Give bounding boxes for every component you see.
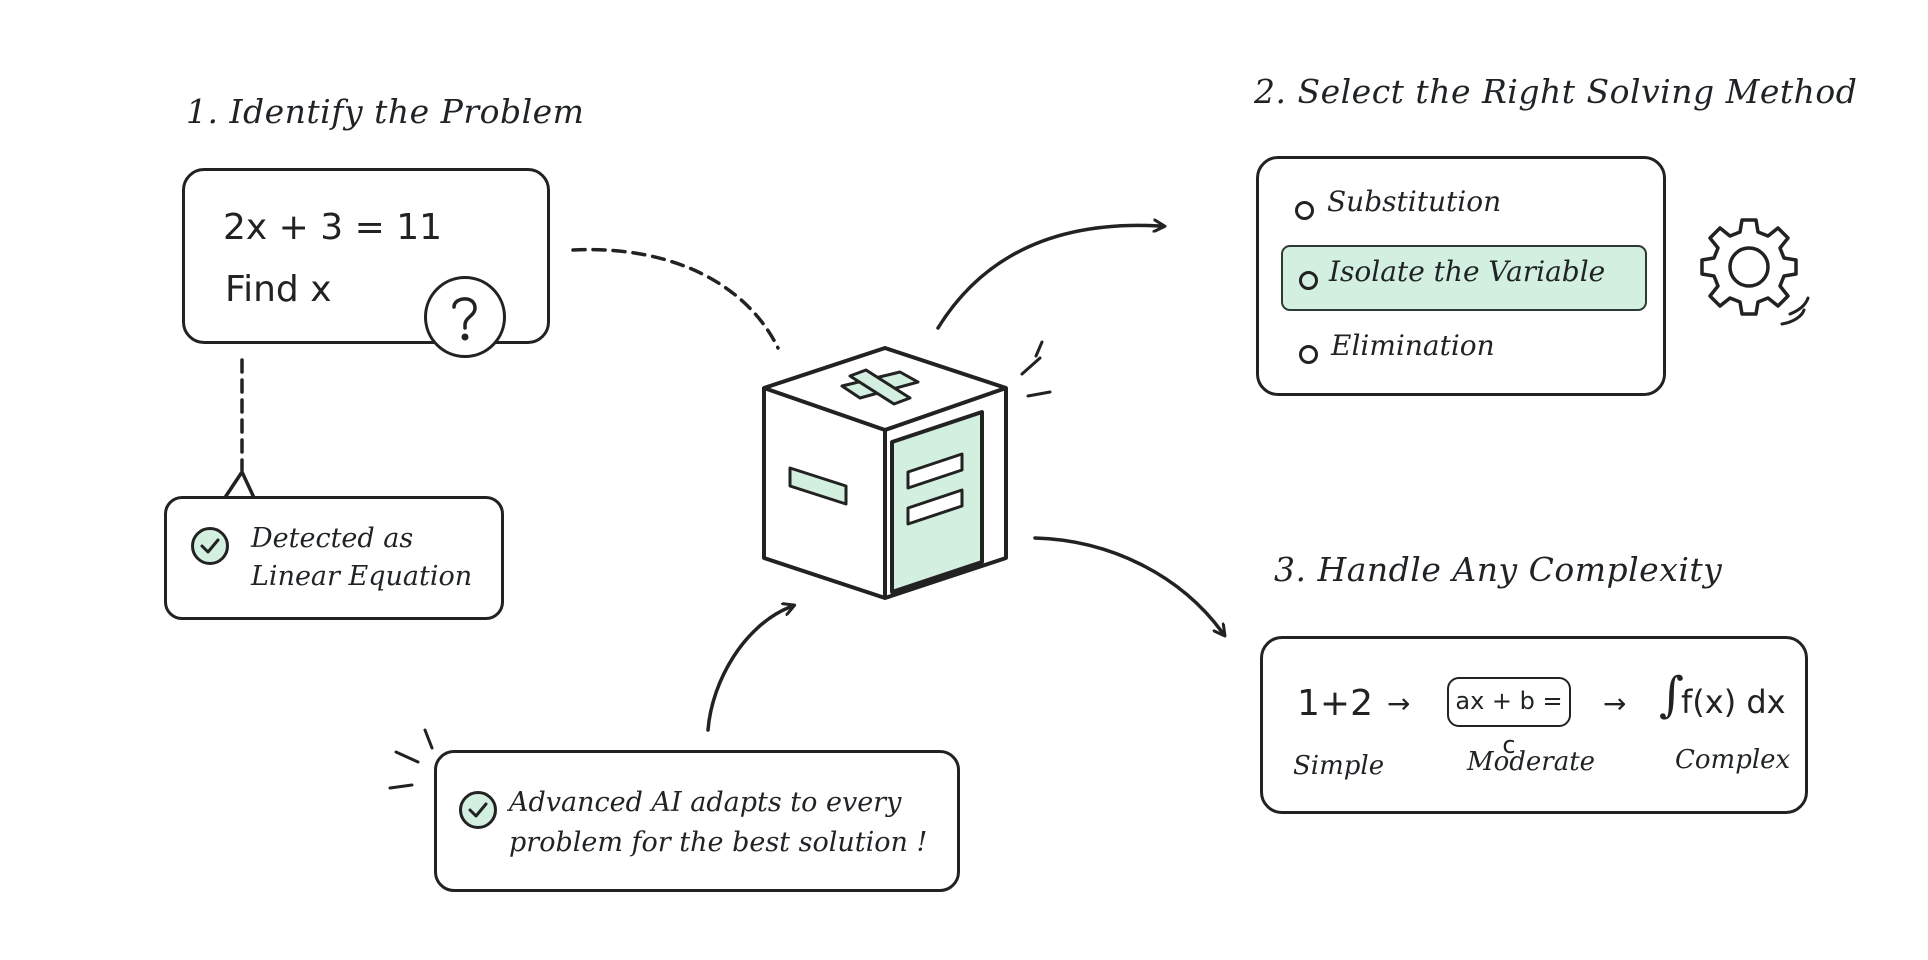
check-circle-icon [191,527,229,565]
arrow-cube-to-methods [936,225,1160,330]
arrow-note-to-cube [706,607,790,732]
radio-substitution[interactable] [1295,201,1314,220]
detect-pointer [220,470,258,503]
step1-title: 1. Identify the Problem [186,92,585,131]
ai-note-card: Advanced AI adapts to every problem for … [434,750,960,892]
sparkle-lines-note [388,728,434,790]
sparkle-lines-cube [1020,340,1052,398]
level-moderate-expr: ax + b = c [1455,687,1563,759]
arrow-right-icon: → [1603,687,1627,720]
radio-isolate-variable[interactable] [1299,271,1318,290]
question-mark-icon [424,276,506,358]
ai-note-line2: problem for the best solution ! [509,827,928,858]
level-simple-expr: 1+2 [1297,683,1373,724]
methods-card: Substitution Isolate the Variable Elimin… [1256,156,1666,396]
level-simple-label: Simple [1293,751,1385,781]
math-operators-cube-icon [762,346,1008,600]
level-moderate-chip: ax + b = c [1447,677,1571,759]
level-complex-label: Complex [1675,745,1791,775]
option-isolate-variable-label[interactable]: Isolate the Variable [1329,255,1606,288]
step3-title: 3. Handle Any Complexity [1274,550,1723,589]
option-elimination-label[interactable]: Elimination [1331,329,1495,362]
step2-title: 2. Select the Right Solving Method [1254,72,1858,111]
arrow-right-icon: → [1387,687,1411,720]
gear-icon [1700,218,1798,316]
level-complex-expr: f(x) dx [1681,683,1786,721]
option-selected-highlight[interactable] [1281,245,1647,311]
ai-note-line1: Advanced AI adapts to every [509,787,902,818]
integral-icon: ∫ [1659,667,1685,723]
detection-line1: Detected as [251,523,414,554]
dashed-connector-problem-cube [571,247,780,350]
gear-motion-lines [1780,296,1810,326]
check-circle-icon [459,791,497,829]
level-moderate-label: Moderate [1467,747,1596,777]
detection-card: Detected as Linear Equation [164,496,504,620]
problem-equation: 2x + 3 = 11 [223,207,443,248]
option-substitution-label[interactable]: Substitution [1327,185,1502,218]
arrow-cube-to-complexity [1033,536,1222,632]
problem-instruction: Find x [225,269,332,310]
radio-elimination[interactable] [1299,345,1318,364]
detection-line2: Linear Equation [251,561,473,592]
complexity-card: 1+2 → ax + b = c → ∫ f(x) dx Simple Mode… [1260,636,1808,814]
